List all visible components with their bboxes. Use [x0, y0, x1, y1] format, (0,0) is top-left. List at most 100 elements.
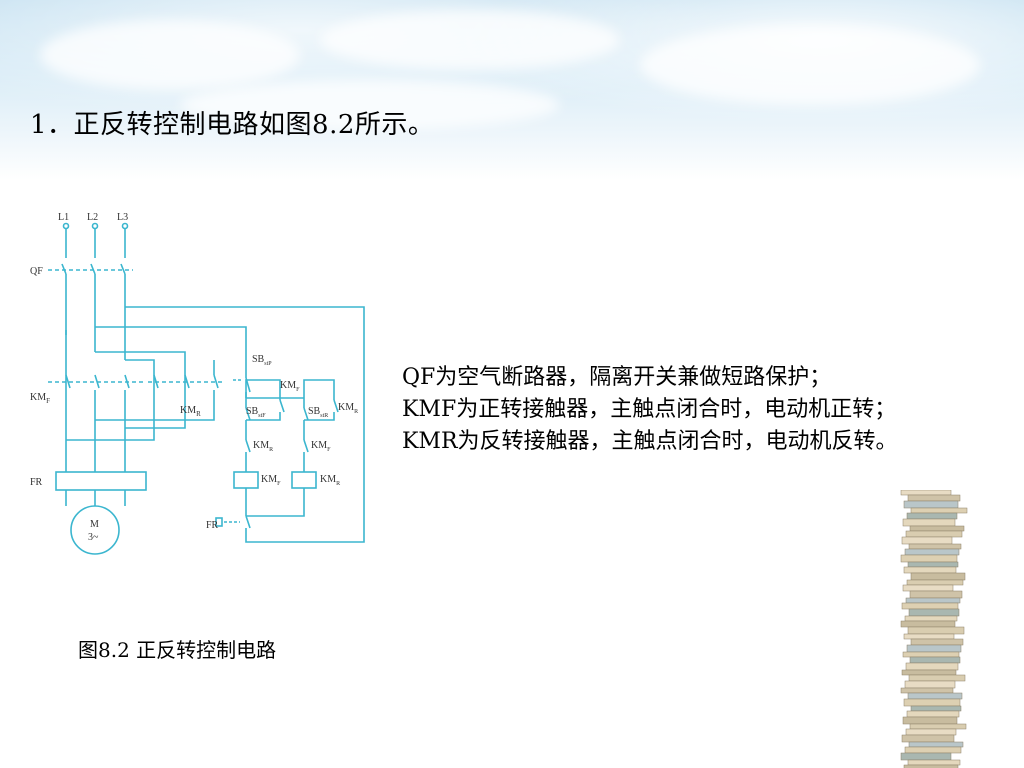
book: [910, 507, 968, 514]
coil-kmf: [233, 471, 259, 489]
interlock-contacts: [245, 439, 309, 453]
label-sb-str: SBstR: [308, 406, 328, 419]
label-interlock-kmf: KMF: [311, 440, 331, 453]
label-hold-kmf: KMF: [280, 380, 300, 393]
label-l1: L1: [58, 212, 69, 223]
sky-background: [0, 0, 1024, 180]
book: [908, 674, 966, 682]
description-block: QF为空气断路器，隔离开关兼做短路保护； KMF为正转接触器，主触点闭合时，电动…: [402, 362, 982, 458]
label-l2: L2: [87, 212, 98, 223]
book: [904, 548, 960, 556]
terminal-l2: [91, 222, 99, 230]
book: [910, 572, 966, 581]
book: [909, 525, 965, 532]
book-stack-image: [900, 490, 968, 768]
book: [906, 512, 958, 520]
holding-returns: [246, 412, 335, 421]
start-contacts: [245, 407, 309, 421]
start-leads: [245, 398, 305, 440]
terminal-l1: [62, 222, 70, 230]
label-qf: QF: [30, 266, 43, 277]
fr-contact: [245, 515, 251, 529]
motor-label: M: [90, 519, 99, 530]
terminal-l3: [121, 222, 129, 230]
book: [902, 518, 956, 527]
book: [903, 764, 959, 768]
phase-lines-top: [65, 228, 126, 258]
slide-title: 1．正反转控制电路如图8.2所示。: [30, 110, 435, 140]
book: [909, 656, 961, 664]
book: [904, 746, 962, 754]
motor-circle: [70, 505, 120, 555]
label-sb-stp: SBstP: [252, 354, 272, 367]
holding-contacts: [279, 399, 339, 413]
book: [906, 710, 960, 718]
book: [904, 615, 958, 622]
book: [907, 759, 961, 766]
book: [907, 626, 965, 635]
book: [902, 584, 954, 592]
book: [910, 638, 964, 646]
book: [900, 752, 952, 761]
book: [908, 608, 960, 617]
book: [907, 692, 963, 700]
description-line: KMR为反转接触器，主触点闭合时，电动机反转。: [402, 429, 898, 454]
book: [905, 662, 959, 671]
reverse-crossover: [66, 360, 215, 441]
fr-contact-box: [215, 517, 223, 527]
book: [900, 687, 954, 694]
diagram-caption: 图8.2 正反转控制电路: [78, 638, 277, 662]
book: [900, 620, 956, 628]
book: [909, 723, 967, 730]
book: [906, 579, 964, 586]
label-sb-stf: SBstF: [246, 406, 266, 419]
book: [906, 644, 962, 653]
control-supply: [95, 326, 247, 362]
label-l3: L3: [117, 212, 128, 223]
book: [900, 554, 958, 563]
book: [907, 494, 961, 502]
book: [909, 590, 963, 599]
book: [905, 728, 957, 736]
label-fr: FR: [30, 477, 43, 488]
book: [901, 602, 959, 610]
book: [904, 680, 956, 689]
label-kmf: KMF: [30, 392, 50, 405]
label-kmr: KMR: [180, 405, 201, 418]
book: [908, 741, 964, 748]
book: [903, 698, 961, 707]
coil-returns: [245, 488, 305, 517]
fr-leads: [65, 450, 126, 472]
description-line: KMF为正转接触器，主触点闭合时，电动机正转；: [402, 397, 897, 422]
book: [901, 536, 953, 545]
interlock-leads: [245, 452, 305, 472]
book: [905, 530, 963, 538]
label-fr-contact: FR: [206, 520, 219, 531]
book: [901, 734, 955, 743]
reverse-link-2: [65, 330, 155, 390]
book: [903, 566, 957, 574]
motor-phase: 3~: [88, 532, 99, 543]
book: [900, 490, 952, 496]
coil-kmr: [291, 471, 317, 489]
book: [903, 500, 959, 509]
label-coil-kmr: KMR: [320, 474, 340, 487]
circuit-diagram: L1 L2 L3 QF KMF KMR FR M 3~ SBstP SBstF …: [30, 212, 365, 555]
phase-lines-mid: [65, 274, 126, 360]
book: [902, 716, 958, 725]
reverse-link-1: [95, 351, 186, 390]
motor-leads: [65, 490, 126, 506]
breaker-contacts: [61, 263, 126, 275]
book: [903, 633, 955, 640]
book: [910, 705, 962, 712]
book: [908, 543, 962, 550]
description-line: QF为空气断路器，隔离开关兼做短路保护；: [402, 365, 832, 390]
label-interlock-kmr: KMR: [253, 440, 273, 453]
label-hold-kmr: KMR: [338, 402, 358, 415]
label-coil-kmf: KMF: [261, 474, 281, 487]
fr-element: [55, 471, 147, 491]
holding-branches: [245, 379, 335, 400]
book: [905, 597, 961, 604]
book: [901, 669, 957, 676]
book: [907, 561, 959, 568]
